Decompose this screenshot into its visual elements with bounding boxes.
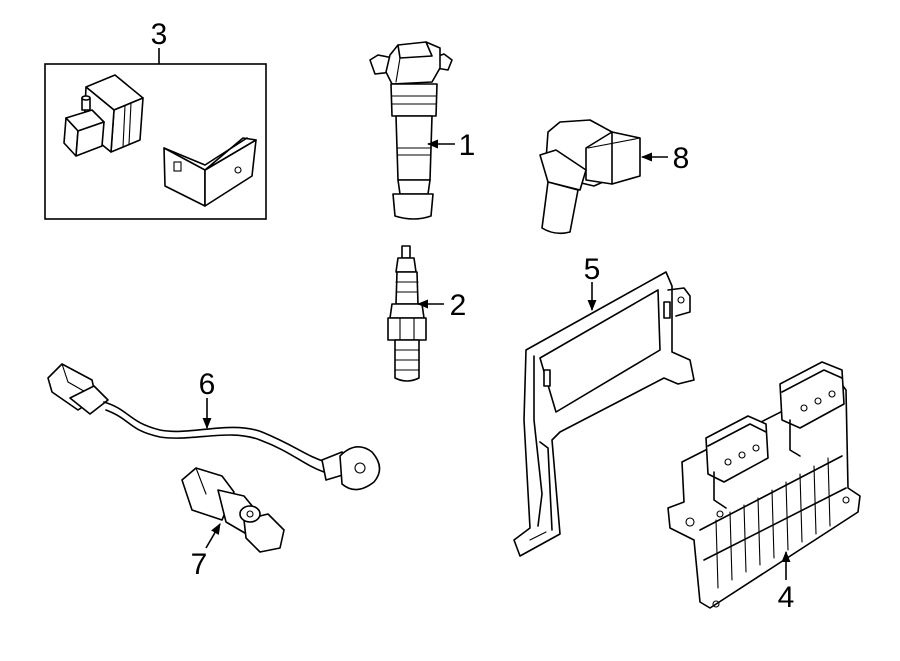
part-1-ignition-coil	[369, 41, 453, 220]
part-8-sensor	[539, 119, 641, 235]
callout-6: 6	[199, 368, 216, 401]
callout-5: 5	[584, 253, 601, 286]
bracket-icon	[163, 137, 257, 207]
leader-7	[205, 523, 221, 549]
part-5-bracket	[513, 271, 695, 557]
ecm-connector-a	[705, 415, 769, 509]
part-2-spark-plug	[387, 245, 427, 382]
callout-4: 4	[778, 581, 795, 614]
callout-8: 8	[673, 142, 690, 175]
part-6-knock-sensor	[47, 363, 381, 491]
callout-1: 1	[459, 129, 476, 162]
callout-2: 2	[450, 289, 467, 322]
part-4-ecm	[667, 361, 861, 609]
part-3-kit	[44, 48, 267, 220]
callout-7: 7	[191, 548, 208, 581]
part-7-sensor	[181, 467, 285, 553]
ecm-connector-b	[779, 361, 845, 457]
relay-icon	[63, 74, 144, 157]
ecm-fins	[715, 457, 831, 589]
callout-3: 3	[151, 18, 168, 51]
